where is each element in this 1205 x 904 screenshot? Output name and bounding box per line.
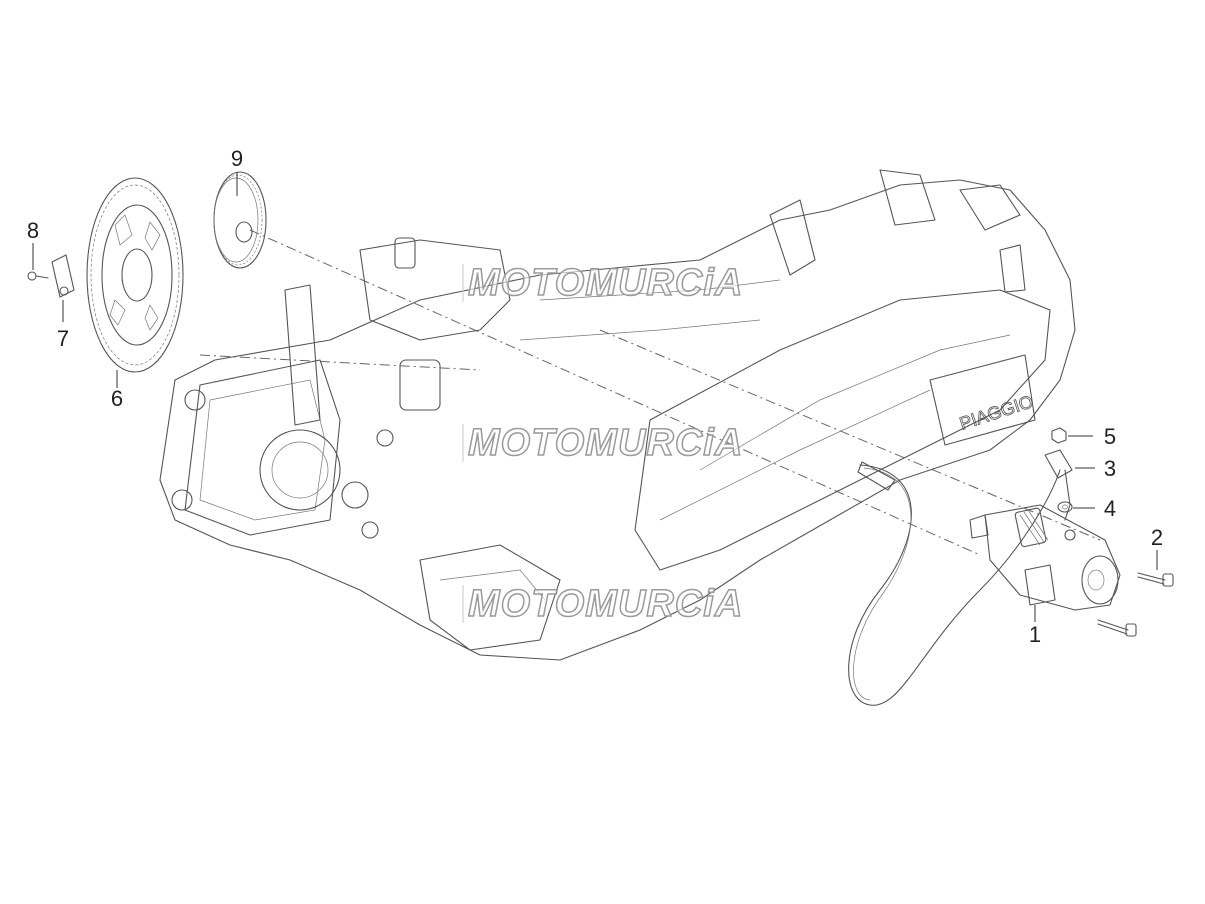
callout-1: 1 (1029, 622, 1041, 647)
watermark-flag-icon (462, 424, 464, 462)
assembly-axis-lines (199, 229, 1101, 556)
part-7-plate (51, 254, 75, 298)
leader-lines (32, 172, 1158, 622)
part-5-nut (1051, 427, 1067, 444)
callout-9: 9 (231, 146, 243, 171)
part-2-bolts (1097, 572, 1174, 637)
callout-5: 5 (1104, 424, 1116, 449)
watermark-flag-icon (462, 585, 464, 623)
watermark-text: MOTOMURCiA (467, 422, 744, 464)
part-4-washer (1057, 501, 1073, 513)
callout-7: 7 (57, 326, 69, 351)
callout-labels: 9 8 7 6 5 3 4 2 1 (27, 146, 1163, 647)
piaggio-logo: PIAGGIO (957, 391, 1035, 434)
watermark-text: MOTOMURCiA (467, 583, 744, 625)
part-9-gear (213, 171, 267, 269)
callout-2: 2 (1151, 525, 1163, 550)
callout-8: 8 (27, 218, 39, 243)
part-6-sprocket (86, 177, 184, 373)
part-8-screw (27, 271, 49, 281)
callout-4: 4 (1104, 496, 1116, 521)
part-1-starter-motor (848, 461, 1121, 706)
callout-3: 3 (1104, 456, 1116, 481)
part-3-terminal (1044, 449, 1073, 521)
watermark-top: MOTOMURCiA (462, 262, 744, 304)
watermark-flag-icon (462, 264, 464, 302)
watermark-text: MOTOMURCiA (467, 262, 744, 304)
watermark-bottom: MOTOMURCiA (462, 583, 744, 625)
watermark-middle: MOTOMURCiA (462, 422, 744, 464)
callout-6: 6 (111, 386, 123, 411)
